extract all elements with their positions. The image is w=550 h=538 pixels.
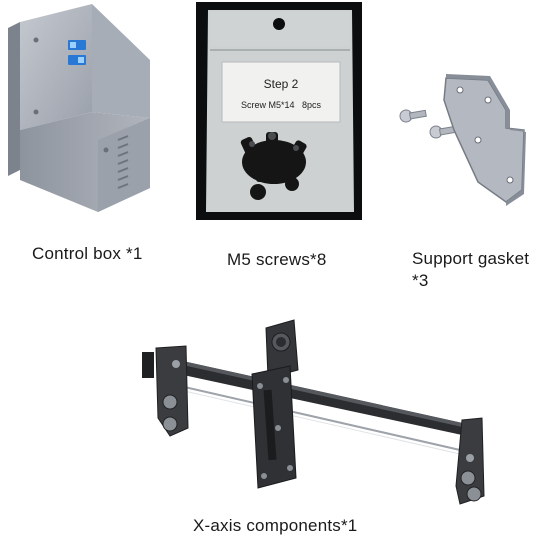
control-box-caption: Control box *1 bbox=[32, 244, 143, 263]
support-gasket-image bbox=[388, 70, 538, 210]
x-axis-components-image bbox=[140, 318, 490, 510]
x-axis-components-caption: X-axis components*1 bbox=[193, 516, 358, 535]
bag-label-text: Screw M5*14 8pcs bbox=[240, 100, 322, 110]
control-box-image bbox=[0, 0, 180, 225]
m5-screws-caption: M5 screws*8 bbox=[227, 250, 327, 269]
screw-bag-image: Step 2 Screw M5*14 8pcs bbox=[196, 2, 362, 220]
support-gasket-caption: Support gasket *3 bbox=[412, 249, 530, 290]
bag-label-title: Step 2 bbox=[263, 77, 299, 91]
